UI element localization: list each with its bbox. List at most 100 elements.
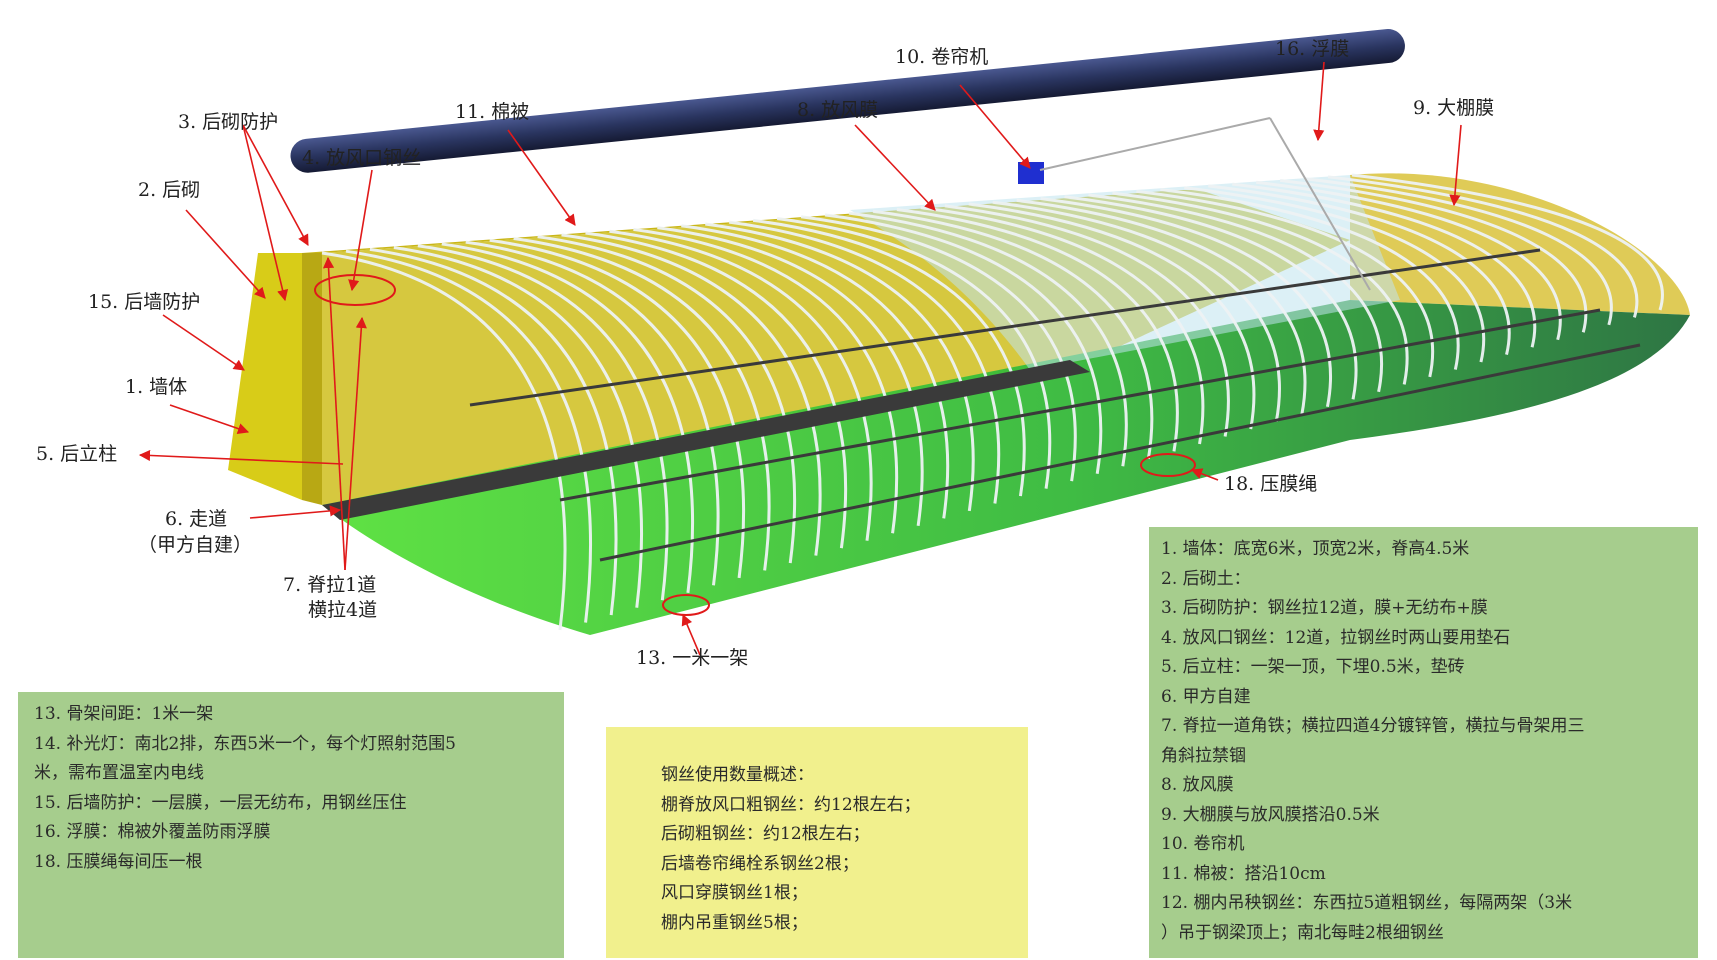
note-right: 10. 卷帘机 (1161, 834, 1245, 854)
wall-side (302, 253, 322, 505)
steel-arch (681, 224, 950, 519)
note-right: 3. 后砌防护：钢丝拉12道，膜+无纺布+膜 (1161, 598, 1488, 618)
note-right: 2. 后砌土： (1161, 568, 1251, 589)
note-right: 5. 后立柱：一架一顶，下埋0.5米，垫砖 (1161, 657, 1465, 677)
notes-right-box: 1. 墙体：底宽6米，顶宽2米，脊高4.5米 2. 后砌土： 3. 后砌防护：钢… (1149, 527, 1698, 958)
steel-arch (369, 247, 618, 616)
summary-line: 棚内吊重钢丝5根； (661, 912, 808, 933)
float-film-wire-2 (1269, 117, 1371, 291)
note-right: 7. 脊拉一道角铁；横拉四道4分镀锌管，横拉与骨架用三 (1161, 716, 1585, 736)
steel-arch (776, 217, 1052, 489)
label-quilt: 11. 棉被 (455, 101, 529, 123)
summary-line: 后砌粗钢丝：约12根左右； (661, 824, 870, 844)
steel-arch (393, 246, 644, 608)
steel-arch (944, 204, 1230, 437)
label-wall: 1. 墙体 (125, 376, 187, 398)
note-right: 9. 大棚膜与放风膜搭沿0.5米 (1161, 804, 1380, 825)
steel-arch (968, 202, 1256, 430)
steel-arch (1208, 184, 1511, 356)
steel-arch (896, 207, 1179, 452)
float-film-wire (1039, 117, 1271, 171)
steel-arch (1184, 186, 1486, 363)
label-press-rope: 18. 压膜绳 (1224, 473, 1317, 495)
green-film (322, 300, 1690, 635)
steel-arch (609, 229, 873, 541)
steel-arch (1040, 197, 1333, 408)
steel-arch (1279, 178, 1588, 333)
steel-arch (824, 213, 1103, 474)
steel-arch (1088, 193, 1384, 393)
steel-arch (585, 231, 848, 549)
note-right: 4. 放风口钢丝：12道，拉钢丝时两山要用垫石 (1161, 627, 1511, 648)
steel-arches (321, 173, 1664, 631)
steel-arch (800, 215, 1077, 482)
wall-end-face (228, 253, 302, 500)
summary-line: 棚脊放风口粗钢丝：约12根左右； (661, 794, 921, 815)
steel-arch (1303, 177, 1613, 326)
walkway (322, 360, 1090, 520)
note-left: 13. 骨架间距：1米一架 (34, 704, 214, 724)
steel-arch (321, 251, 567, 631)
steel-arch (848, 211, 1128, 467)
steel-arch (992, 200, 1281, 422)
summary-title: 钢丝使用数量概述： (661, 765, 814, 785)
steel-arch (920, 206, 1205, 445)
note-left: 米，需布置温室内电线 (34, 763, 204, 783)
note-right: 6. 甲方自建 (1161, 686, 1251, 707)
label-frame-spacing: 13. 一米一架 (636, 647, 748, 669)
callout-arrows (138, 61, 1462, 656)
label-roller: 10. 卷帘机 (895, 46, 988, 68)
steel-arch (513, 237, 771, 571)
steel-arch (705, 222, 975, 512)
steel-arch (729, 220, 1001, 504)
note-right: 角斜拉禁锢 (1161, 745, 1246, 766)
label-greenhouse-film: 9. 大棚膜 (1413, 97, 1494, 119)
steel-arch (465, 240, 720, 586)
notes-left-box: 13. 骨架间距：1米一架 14. 补光灯：南北2排，东西5米一个，每个灯照射范… (18, 692, 564, 958)
steel-arch (752, 218, 1026, 497)
label-walkway: 6. 走道 (165, 508, 227, 530)
steel-arch (1064, 195, 1358, 400)
steel-arch (872, 209, 1154, 460)
steel-arch (1256, 180, 1562, 341)
note-right: 8. 放风膜 (1161, 775, 1234, 795)
blanket-roll (290, 29, 1405, 173)
note-right: 11. 棉被：搭沿10cm (1161, 863, 1326, 884)
steel-arch (489, 238, 746, 579)
label-rear-wall-protection: 15. 后墙防护 (88, 291, 200, 313)
steel-arch (633, 227, 899, 534)
note-right: 12. 棚内吊秧钢丝：东西拉5道粗钢丝，每隔两架（3米 (1161, 893, 1573, 913)
gable-end (1350, 173, 1690, 315)
highlight-press-rope (1140, 453, 1196, 477)
steel-arch (417, 244, 669, 601)
label-walkway-note: （甲方自建） (138, 534, 252, 556)
label-back-fill: 2. 后砌 (138, 179, 200, 201)
steel-arch (537, 235, 797, 564)
summary-line: 风口穿膜钢丝1根； (661, 883, 808, 903)
label-ties-2: 横拉4道 (308, 599, 377, 621)
label-vent-film: 8. 放风膜 (797, 99, 878, 121)
steel-wire-summary-box: 钢丝使用数量概述： 棚脊放风口粗钢丝：约12根左右； 后砌粗钢丝：约12根左右；… (606, 727, 1028, 958)
steel-arch (1016, 198, 1307, 415)
label-float-film: 16. 浮膜 (1275, 38, 1349, 60)
steel-arch (561, 233, 822, 556)
label-vent-wire: 4. 放风口钢丝 (302, 147, 421, 169)
note-left: 14. 补光灯：南北2排，东西5米一个，每个灯照射范围5 (34, 733, 456, 754)
roller-machine (1018, 162, 1044, 184)
steel-arch (657, 226, 924, 527)
steel-arch (345, 249, 593, 623)
label-ties: 7. 脊拉1道 (283, 574, 376, 596)
note-right: ）吊于钢梁顶上；南北每畦2根细钢丝 (1161, 922, 1444, 943)
label-rear-post: 5. 后立柱 (36, 443, 117, 465)
note-left: 16. 浮膜：棉被外覆盖防雨浮膜 (34, 822, 271, 842)
note-left: 15. 后墙防护：一层膜，一层无纺布，用钢丝压住 (34, 792, 407, 813)
steel-arch (441, 242, 695, 593)
steel-arch (1351, 173, 1664, 311)
summary-line: 后墙卷帘绳栓系钢丝2根； (661, 853, 859, 874)
steel-arch (1327, 175, 1639, 318)
note-left: 18. 压膜绳每间压一根 (34, 851, 203, 872)
steel-arch (1160, 188, 1460, 370)
note-right: 1. 墙体：底宽6米，顶宽2米，脊高4.5米 (1161, 539, 1470, 559)
label-back-protection: 3. 后砌防护 (178, 111, 278, 133)
